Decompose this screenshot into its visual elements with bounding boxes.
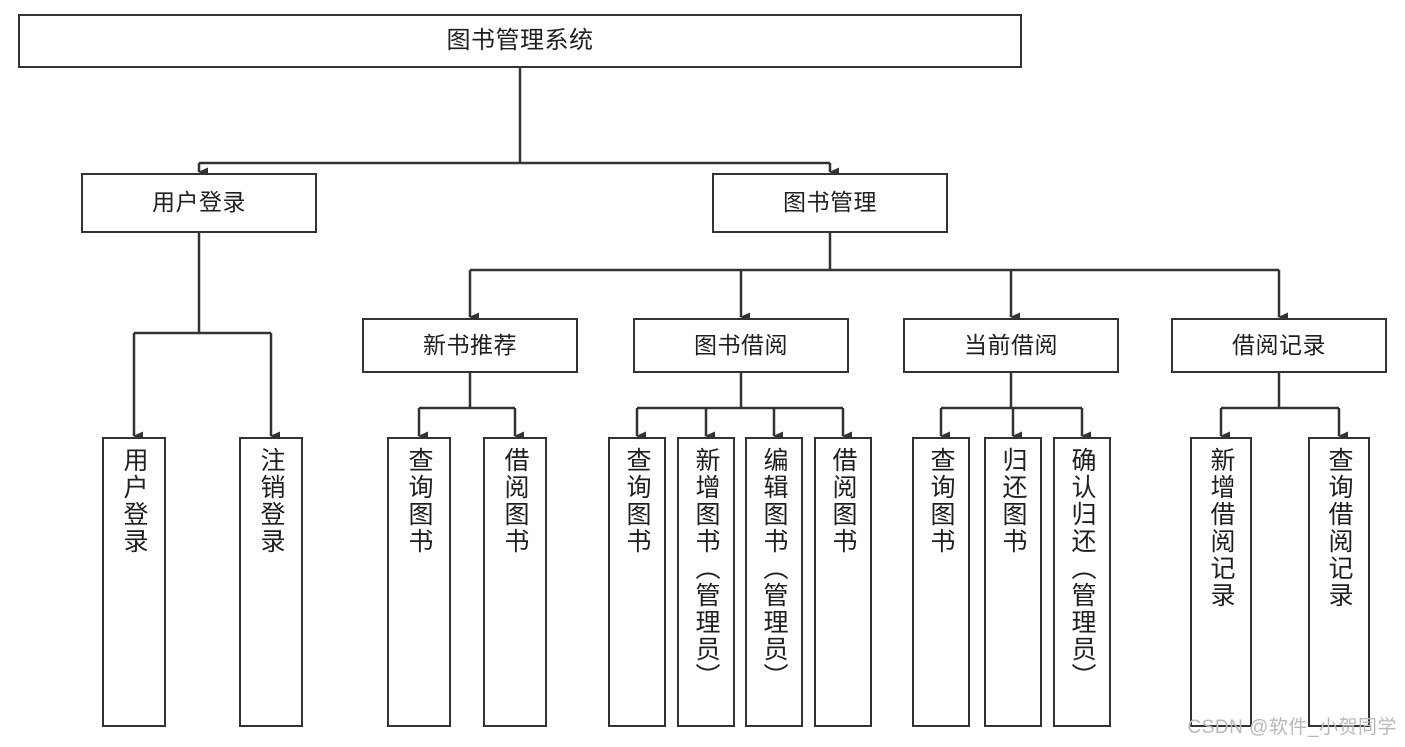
node-root[interactable]: 图书管理系统	[18, 14, 1022, 68]
node-leaf-rec-borrow-book[interactable]: 借阅图书	[483, 437, 547, 727]
node-current-borrow[interactable]: 当前借阅	[903, 318, 1119, 373]
node-leaf-rec-query-book[interactable]: 查询图书	[387, 437, 451, 727]
node-leaf-rec-add-record[interactable]: 新增借阅记录	[1190, 437, 1252, 727]
node-label-leaf-borrow-borrow-book: 借阅图书	[829, 447, 857, 555]
node-book-borrow[interactable]: 图书借阅	[633, 318, 849, 373]
node-user-login[interactable]: 用户登录	[81, 173, 317, 233]
node-label-leaf-borrow-add-book: 新增图书（管理员）	[692, 447, 720, 690]
node-label-borrow-record: 借阅记录	[1232, 331, 1326, 358]
node-label-user-login: 用户登录	[152, 189, 246, 216]
node-label-leaf-cur-return-book: 归还图书	[999, 447, 1027, 555]
node-leaf-cur-confirm-return[interactable]: 确认归还（管理员）	[1053, 437, 1111, 727]
edges	[132, 68, 1348, 441]
node-leaf-borrow-edit-book[interactable]: 编辑图书（管理员）	[745, 437, 803, 727]
node-borrow-record[interactable]: 借阅记录	[1171, 318, 1387, 373]
node-new-book-rec[interactable]: 新书推荐	[362, 318, 578, 373]
node-label-leaf-borrow-query-book: 查询图书	[623, 447, 651, 555]
node-label-current-borrow: 当前借阅	[964, 331, 1058, 358]
node-label-leaf-user-login: 用户登录	[120, 447, 148, 555]
node-leaf-cur-return-book[interactable]: 归还图书	[984, 437, 1042, 727]
node-leaf-user-login[interactable]: 用户登录	[102, 437, 166, 727]
node-leaf-borrow-add-book[interactable]: 新增图书（管理员）	[677, 437, 735, 727]
node-label-book-manage: 图书管理	[783, 189, 877, 216]
node-label-leaf-rec-query-book: 查询图书	[405, 447, 433, 555]
node-label-leaf-borrow-edit-book: 编辑图书（管理员）	[760, 447, 788, 690]
node-label-new-book-rec: 新书推荐	[423, 331, 517, 358]
node-leaf-rec-query-record[interactable]: 查询借阅记录	[1308, 437, 1370, 727]
node-label-leaf-rec-query-record: 查询借阅记录	[1325, 447, 1353, 609]
node-leaf-borrow-borrow-book[interactable]: 借阅图书	[814, 437, 872, 727]
node-leaf-user-logout[interactable]: 注销登录	[239, 437, 303, 727]
node-label-leaf-rec-borrow-book: 借阅图书	[501, 447, 529, 555]
node-label-root: 图书管理系统	[446, 26, 594, 54]
node-label-leaf-rec-add-record: 新增借阅记录	[1207, 447, 1235, 609]
node-leaf-cur-query-book[interactable]: 查询图书	[912, 437, 970, 727]
node-label-leaf-cur-query-book: 查询图书	[927, 447, 955, 555]
watermark-text: CSDN @软件_小贺同学	[1187, 717, 1397, 738]
node-leaf-borrow-query-book[interactable]: 查询图书	[608, 437, 666, 727]
node-label-leaf-user-logout: 注销登录	[257, 447, 285, 555]
node-label-book-borrow: 图书借阅	[694, 331, 788, 358]
node-label-leaf-cur-confirm-return: 确认归还（管理员）	[1068, 447, 1096, 690]
node-book-manage[interactable]: 图书管理	[712, 173, 948, 233]
